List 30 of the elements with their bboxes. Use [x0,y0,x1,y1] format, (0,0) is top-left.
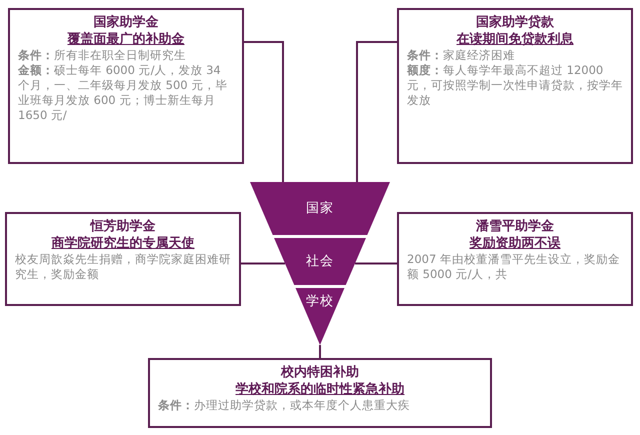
info-card [397,8,633,164]
card-heading: 国家助学金 [94,14,158,31]
info-card [397,212,633,306]
card-body-text: 金额：硕士每年 6000 元/人，发放 34 个月，一、二年级每月发放 500 元，毕业班每月发放 600 元；博士新生每月 1650 元/ [18,63,228,123]
card-body-text: 条件：家庭经济困难 [407,48,516,63]
connector-line [356,41,397,182]
info-card [5,212,241,306]
card-body-text: 条件：所有非在职全日制研究生 [18,48,187,63]
card-heading: 潘雪平助学金 [476,218,554,235]
band-label: 学校 [306,293,334,311]
card-heading: 恒芳助学金 [90,218,156,235]
card-heading: 校内特困补助 [281,364,359,381]
band-label: 国家 [306,200,334,218]
info-card [8,8,244,164]
card-body-text: 额度：每人每学年最高不超过 12000 元，可按照学制一次性申请贷款，按学年发放 [407,63,623,108]
card-subheading: 覆盖面最广的补助金 [68,31,184,48]
connector-line [355,262,397,264]
card-subheading: 奖励资助两不误 [470,235,560,252]
card-heading: 国家助学贷款 [476,14,554,31]
card-subheading: 学校和院系的临时性紧急补助 [236,381,404,398]
card-subheading: 商学院研究生的专属天使 [52,235,194,252]
band-label: 社会 [306,252,334,271]
connector-line [241,262,285,264]
card-body-text: 条件：办理过助学贷款，或本年度个人患重大疾 [158,398,411,413]
info-card [148,358,492,428]
card-body-text: 校友周歆焱先生捐赠，商学院家庭困难研究生，奖励金额 [15,252,231,282]
connector-line [319,345,321,358]
card-subheading: 在读期间免贷款利息 [456,31,574,48]
connector-line [244,41,284,182]
card-body-text: 2007 年由校董潘雪平先生设立，奖励金额 5000 元/人，共 [407,252,621,282]
